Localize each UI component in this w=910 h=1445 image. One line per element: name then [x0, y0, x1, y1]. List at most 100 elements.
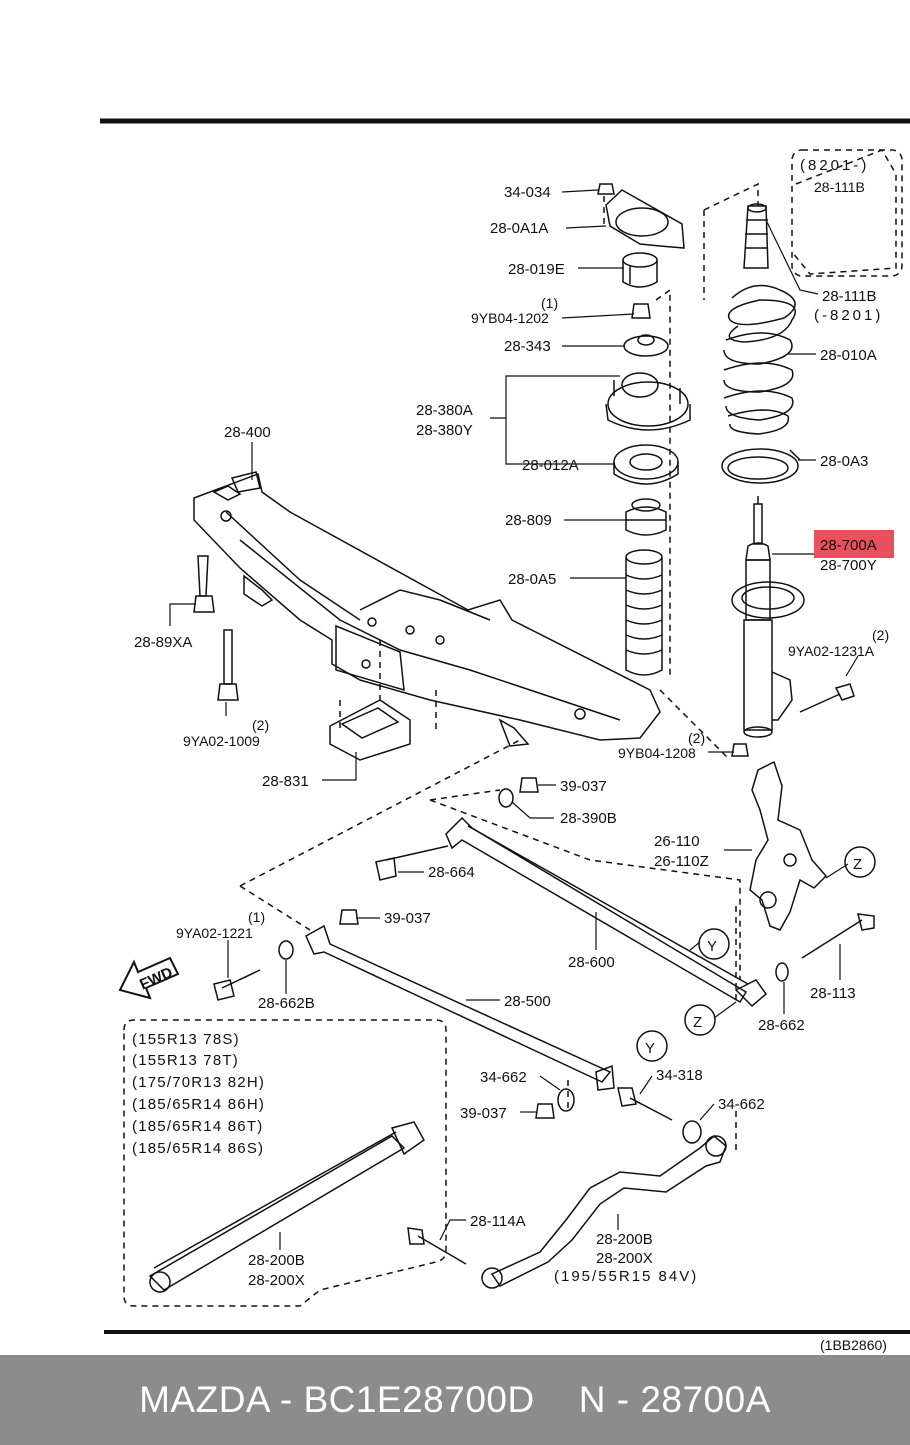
shock-absorber-28-700A	[731, 496, 805, 738]
label-9YA02-1221: 9YA02-1221	[176, 925, 253, 941]
callout-y-1: Y	[707, 938, 717, 955]
label-28-390B: 28-390B	[560, 810, 617, 827]
bolt-9YA02-1221	[213, 969, 261, 1001]
nut-39-037b	[339, 909, 359, 925]
label-9YA02-1009: 9YA02-1009	[183, 733, 260, 749]
reference-code: (1BB2860)	[820, 1337, 887, 1353]
highlight-28-700A	[814, 530, 894, 558]
label-28-200B-inset: 28-200B	[248, 1252, 305, 1269]
label-28-662: 28-662	[758, 1017, 805, 1034]
label-9YB04-1202: 9YB04-1202	[471, 310, 549, 326]
label-28-200X-inset: 28-200X	[248, 1272, 305, 1289]
label-28-113: 28-113	[810, 985, 856, 1002]
label-28-200B: 28-200B	[596, 1231, 653, 1248]
label-9YA02-1231A-qty: (2)	[872, 627, 889, 643]
label-28-200X: 28-200X	[596, 1250, 653, 1267]
crossmember-28-400	[193, 471, 661, 747]
label-28-400: 28-400	[224, 424, 271, 441]
tire-size-1: (155R13 78S)	[132, 1031, 240, 1048]
coil-spring-28-010A	[723, 284, 796, 435]
exploded-parts-diagram: 34-034 28-0A1A 28-019E (1) 9YB04-1202 28…	[100, 118, 910, 1353]
label-28-111B: 28-111B	[822, 288, 877, 305]
label-39-037-c: 39-037	[460, 1105, 507, 1122]
insulator-28-831	[329, 699, 411, 761]
date-range-box	[791, 149, 903, 277]
washer-28-662	[775, 962, 789, 982]
fwd-arrow-icon	[118, 956, 180, 1000]
leader-lines	[169, 189, 859, 1250]
footer-brand-part: MAZDA - BC1E28700D	[139, 1379, 535, 1420]
tire-size-inset-box	[123, 1019, 447, 1307]
knuckle-26-110	[749, 760, 828, 931]
label-34-662-b: 34-662	[718, 1096, 765, 1113]
label-28-114A: 28-114A	[470, 1213, 526, 1230]
bushing-34-662b	[682, 1120, 702, 1144]
dust-boot-28-0A5	[625, 549, 663, 676]
bump-stop-28-809	[625, 498, 667, 536]
label-28-600: 28-600	[568, 954, 615, 971]
label-9YA02-1009-qty: (2)	[252, 717, 269, 733]
label-28-012A: 28-012A	[522, 457, 579, 474]
callout-z-1: Z	[853, 856, 862, 873]
label-28-89XA: 28-89XA	[134, 634, 192, 651]
part-labels: 34-034 28-0A1A 28-019E (1) 9YB04-1202 28…	[132, 157, 889, 1353]
label-9YB04-1202-qty: (1)	[541, 295, 558, 311]
lateral-link-28-600	[445, 816, 768, 1008]
bolt-34-318	[617, 1087, 673, 1121]
label-28-700Y: 28-700Y	[820, 557, 877, 574]
label-fwd: FWD	[137, 964, 175, 993]
label-28-0A3: 28-0A3	[820, 453, 868, 470]
nut-39-037c	[535, 1103, 555, 1119]
label-9YA02-1231A: 9YA02-1231A	[788, 643, 875, 659]
label-28-010A: 28-010A	[820, 347, 877, 364]
seat-28-343	[623, 334, 669, 357]
trailing-link-28-200B	[481, 1135, 727, 1289]
label-28-500: 28-500	[504, 993, 551, 1010]
tire-size-5: (185/65R14 86T)	[132, 1118, 263, 1135]
label-28-380Y: 28-380Y	[416, 422, 473, 439]
label-28-019E: 28-019E	[508, 261, 565, 278]
label-34-034: 34-034	[504, 184, 551, 201]
label-26-110: 26-110	[654, 833, 700, 850]
bolt-9YA02-1231A	[799, 683, 855, 713]
label-28-380A: 28-380A	[416, 402, 473, 419]
label-28-664: 28-664	[428, 864, 475, 881]
label-28-111B-range: (-8201)	[814, 307, 883, 324]
label-28-700A: 28-700A	[820, 537, 877, 554]
tire-size-2: (155R13 78T)	[132, 1052, 239, 1069]
label-28-0A5: 28-0A5	[508, 571, 556, 588]
guide-lines	[239, 149, 897, 1150]
nut-9YB04-1208	[731, 743, 749, 757]
part-number-footer: MAZDA - BC1E28700D N - 28700A	[0, 1355, 910, 1445]
nut-9YB04-1202	[631, 303, 651, 319]
label-9YA02-1221-qty: (1)	[248, 909, 265, 925]
bolt-28-664	[375, 845, 449, 881]
callout-circle-z2	[684, 1004, 716, 1036]
label-26-110Z: 26-110Z	[654, 853, 709, 870]
callout-circle-y2	[636, 1030, 668, 1062]
footer-n-part: N - 28700A	[578, 1379, 771, 1420]
callout-circle-z1	[844, 846, 876, 878]
label-28-831: 28-831	[262, 773, 309, 790]
rubber-28-012A	[613, 444, 679, 485]
bolt-28-113	[801, 913, 875, 959]
label-28-111B-box: 28-111B	[814, 179, 865, 195]
label-34-662-a: 34-662	[480, 1069, 527, 1086]
callout-y-2: Y	[645, 1040, 655, 1057]
label-34-318: 34-318	[656, 1067, 703, 1084]
nut-39-037a	[519, 777, 539, 793]
bolt-28-89XA	[193, 555, 215, 613]
bolt-28-114A	[407, 1227, 467, 1265]
label-8201-range: (8201-)	[800, 157, 869, 174]
label-28-662B: 28-662B	[258, 995, 315, 1012]
mount-plate-28-0A1A	[605, 189, 685, 249]
bushing-34-662a	[557, 1088, 575, 1112]
tire-size-6: (185/65R14 86S)	[132, 1140, 264, 1157]
washer-28-390B	[498, 788, 514, 808]
lateral-link-28-500	[305, 924, 615, 1091]
label-39-037-b: 39-037	[384, 910, 431, 927]
tire-size-7: (195/55R15 84V)	[554, 1268, 698, 1285]
callout-z-2: Z	[693, 1014, 702, 1031]
callout-circle-y1	[698, 928, 730, 960]
insulator-28-0A3	[721, 448, 801, 484]
